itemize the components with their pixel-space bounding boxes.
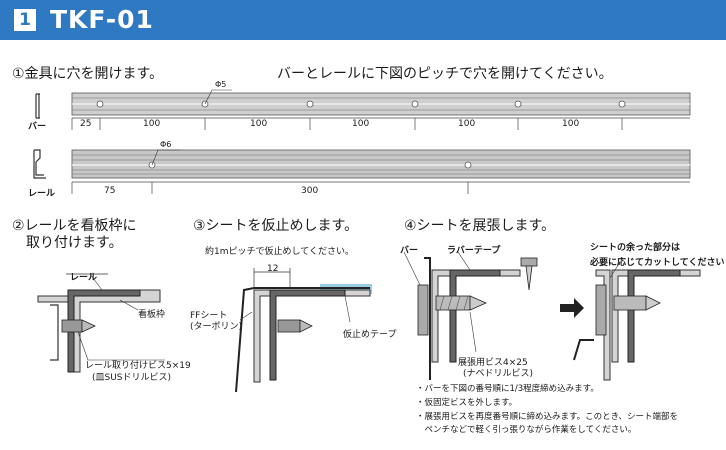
bar-label: バー <box>28 122 47 132</box>
rail-profile <box>67 289 141 373</box>
instruction-note: ペンチなどで軽く引っ張りながら作業をしてください。 <box>416 425 637 435</box>
sheet-label-line1: FFシート <box>190 311 228 321</box>
bar-pitch-label: 100 <box>250 119 268 129</box>
bar-pitch-label: 25 <box>80 119 92 129</box>
ff-sheet <box>235 287 370 393</box>
tension-screw-2 <box>520 257 538 267</box>
step3-heading: ③シートを仮止めします。 <box>193 218 359 234</box>
arrow-icon <box>560 298 584 318</box>
bar-pitch-label: 100 <box>458 119 476 129</box>
frame-label: 看板枠 <box>138 310 166 320</box>
tension-bar <box>417 284 429 336</box>
instruction-note: ・展張用ビスを再度番号順に締め込みます。このとき、シート端部を <box>416 412 679 422</box>
rail-profile-icon <box>33 149 46 179</box>
bar-hole-diameter: Φ5 <box>215 80 227 89</box>
step4-heading: ④シートを展張します。 <box>404 218 556 234</box>
rubber-tape-label: ラバーテープ <box>447 246 501 256</box>
step3-pitch-note: 約1mピッチで仮止めしてください。 <box>205 247 354 257</box>
rail-pitch-label: 75 <box>104 186 116 196</box>
rail-pitch-label: 300 <box>301 186 319 196</box>
step2-rail-label: レール <box>70 273 98 283</box>
cut-note-line2: 必要に応じてカットしてください <box>590 258 725 268</box>
section-number: 1 <box>14 9 36 31</box>
bar-profile-icon <box>35 93 40 119</box>
step2-heading-line1: ②レールを看板枠に <box>12 218 137 234</box>
rail-screw-label-line2: (皿SUSドリルビス) <box>92 373 172 383</box>
sheet-label-line2: (ターポリン) <box>190 322 243 332</box>
step4-bar-label: バー <box>400 246 419 256</box>
instruction-note: ・バーを下図の番号順に1/3程度締め込みます。 <box>416 384 599 394</box>
tape-label: 仮止めテープ <box>343 330 397 340</box>
bar-pitch-label: 100 <box>143 119 161 129</box>
rail-screw-label-line1: レール取り付けビス5×19 <box>85 361 191 371</box>
cut-note-line1: シートの余った部分は <box>590 243 681 253</box>
rail-hole-diameter: Φ6 <box>160 140 172 149</box>
bar-holes <box>96 100 626 108</box>
step2-heading-line2: 取り付けます。 <box>26 235 123 251</box>
step1-instruction: バーとレールに下図のピッチで穴を開けてください。 <box>277 66 613 82</box>
instruction-note: ・仮固定ビスを外します。 <box>416 398 518 408</box>
bar-pitch-label: 100 <box>352 119 370 129</box>
rail-label: レール <box>28 189 56 199</box>
title-banner: 1 TKF-01 <box>0 0 726 40</box>
tension-screw-line1: 展張用ビス4×25 <box>458 358 528 368</box>
step1-heading: ①金具に穴を開けます。 <box>12 66 164 82</box>
bar-pitch-label: 100 <box>562 119 580 129</box>
tension-screw-line2: (ナベドリルビス) <box>463 369 534 379</box>
step3-dimension: 12 <box>267 264 279 274</box>
page-title: TKF-01 <box>50 5 154 34</box>
